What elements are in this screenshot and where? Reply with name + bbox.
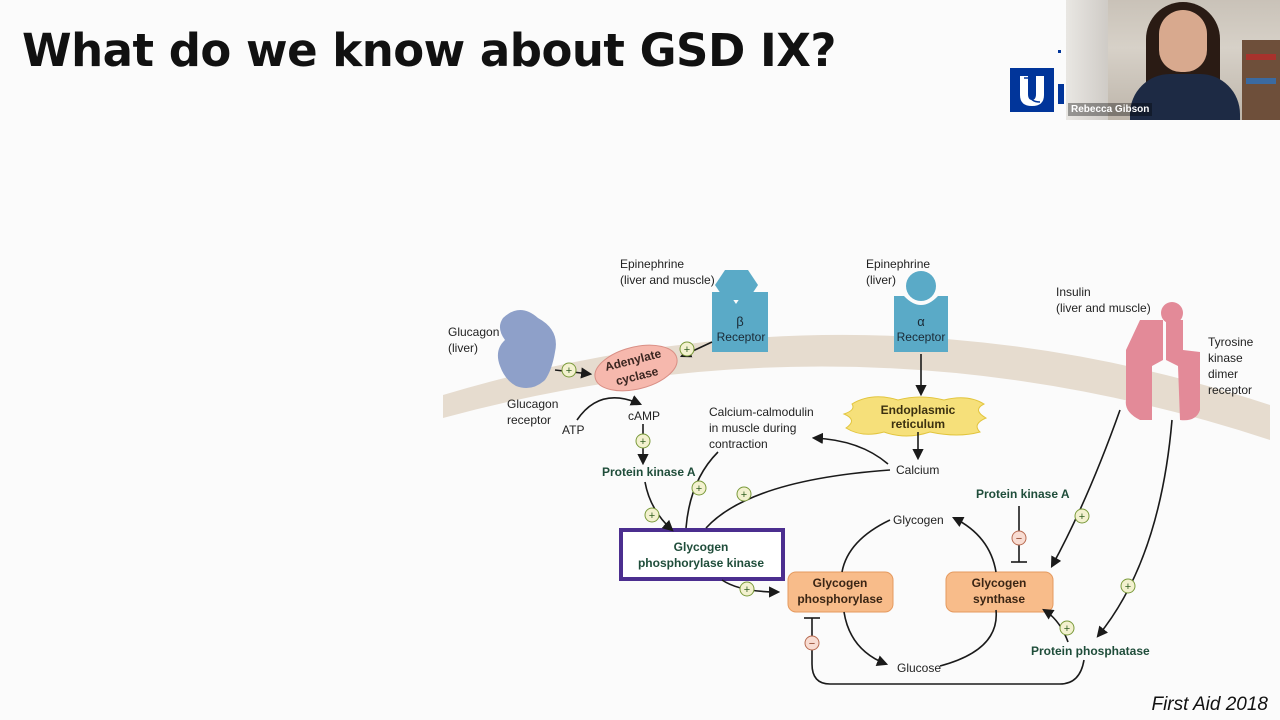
glucagon-label: Glucagon [448,325,499,339]
svg-text:+: + [640,436,646,448]
shield-logo-icon [1020,76,1044,106]
er-label: Endoplasmic [881,403,956,417]
calmodulin-label: contraction [709,437,768,451]
svg-text:+: + [696,483,702,495]
svg-text:+: + [566,365,572,377]
glucagon-receptor-shape [497,310,556,388]
pka-right-label: Protein kinase A [976,487,1070,501]
alpha-receptor-label: Receptor [897,330,946,344]
arrow-glycogen-to-phosphorylase [841,519,891,573]
glycogen-synthase-label: synthase [973,592,1025,606]
glucagon-receptor-label: Glucagon [507,397,558,411]
camp-label: cAMP [628,409,660,423]
calcium-label: Calcium [896,463,939,477]
arrow-phosphorylase-to-glucose [843,611,889,666]
plus-icon: + [561,362,577,378]
logo-dot [1058,50,1061,53]
alpha-receptor-symbol: α [917,314,925,329]
endoplasmic-reticulum-shape [842,396,988,437]
svg-text:+: + [1064,623,1070,635]
arrow-glucose-to-synthase [939,609,997,667]
adenylate-cyclase-shape [594,344,678,392]
arrow-pka-to-kinase [644,481,674,532]
svg-text:+: + [649,510,655,522]
phosphorylase-kinase-label: Glycogen [674,540,729,554]
beta-receptor-shape [712,270,768,352]
calmodulin-label: Calcium-calmodulin [709,405,814,419]
svg-text:+: + [1079,511,1085,523]
svg-text:−: − [809,638,815,650]
minus-icon: − [804,635,820,651]
alpha-receptor-shape [894,271,948,352]
video-background-book [1246,54,1276,60]
plus-icon: + [1059,620,1075,636]
insulin-label: Insulin [1056,285,1091,299]
citation: First Aid 2018 [1151,694,1268,715]
epinephrine-beta-label: Epinephrine [620,257,684,271]
glycogen-phosphorylase-box [787,571,894,613]
glycogen-phosphorylase-label: phosphorylase [797,592,883,606]
plus-icon: + [1074,508,1090,524]
plus-icon: + [1120,578,1136,594]
svg-text:+: + [684,344,690,356]
beta-receptor-label: Receptor [717,330,766,344]
arrow-insulin-to-synthase [1050,409,1121,568]
svg-text:−: − [1016,533,1022,545]
tyrosine-label: dimer [1208,367,1238,381]
beta-receptor-symbol: β [736,314,743,329]
video-background-door [1066,0,1108,120]
plus-icon: + [739,581,755,597]
tyrosine-kinase-receptor-shape [1125,302,1200,421]
arrow-insulin-to-phosphatase [1096,419,1173,638]
tyrosine-label: kinase [1208,351,1243,365]
phosphorylase-kinase-highlight [619,528,785,581]
arrow-phosphatase-inhibits-phosphorylase [811,618,1085,685]
glucagon-receptor-sublabel: receptor [507,413,551,427]
svg-text:+: + [744,584,750,596]
calmodulin-label: in muscle during [709,421,796,435]
epinephrine-alpha-label: Epinephrine [866,257,930,271]
glycogen-synthase-box [945,571,1054,613]
university-logo [1010,68,1054,112]
svg-text:+: + [741,489,747,501]
arrow-phosphatase-to-synthase [1042,608,1069,643]
insulin-sublabel: (liver and muscle) [1056,301,1151,315]
plus-icon: + [644,507,660,523]
glucagon-sublabel: (liver) [448,341,478,355]
participant-name: Rebecca Gibson [1068,103,1153,116]
minus-icon: − [1011,530,1027,546]
arrow-calcium-to-kinase [705,469,891,529]
video-person-body [1130,74,1240,120]
tyrosine-label: Tyrosine [1208,335,1254,349]
er-label: reticulum [891,417,945,431]
glycogen-synthase-label: Glycogen [972,576,1027,590]
epinephrine-alpha-sublabel: (liver) [866,273,896,287]
logo-edge [1058,84,1064,104]
video-background-book [1246,78,1276,84]
glucose-label: Glucose [897,661,941,675]
plus-icon: + [691,480,707,496]
arrow-synthase-to-glycogen [951,516,997,573]
protein-phosphatase-label: Protein phosphatase [1031,644,1150,658]
video-person-face [1159,10,1207,72]
plus-icon: + [635,433,651,449]
video-tile[interactable] [1066,0,1280,120]
atp-label: ATP [562,423,584,437]
phosphorylase-kinase-label: phosphorylase kinase [638,556,764,570]
glycogen-label: Glycogen [893,513,944,527]
plus-icon: + [736,486,752,502]
pka-left-label: Protein kinase A [602,465,696,479]
glycogen-phosphorylase-label: Glycogen [813,576,868,590]
svg-text:+: + [1125,581,1131,593]
plus-icon: + [679,341,695,357]
slide-title: What do we know about GSD IX? [22,24,837,77]
epinephrine-beta-sublabel: (liver and muscle) [620,273,715,287]
arrow-calcium-to-calmodulin [811,432,889,465]
tyrosine-label: receptor [1208,383,1252,397]
arrow-atp-to-camp [576,395,643,421]
